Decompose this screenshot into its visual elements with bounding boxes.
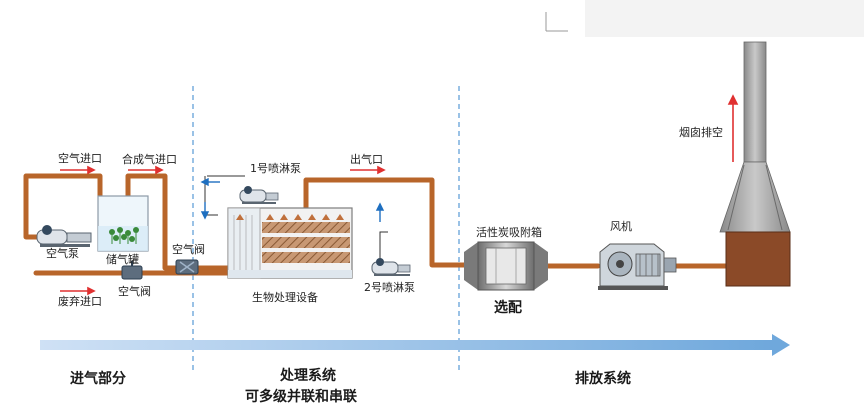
label-waste-inlet: 废弃进口 xyxy=(58,294,102,308)
section-label-exhaust: 排放系统 xyxy=(575,370,631,387)
section-label-treatment-note: 可多级并联和串联 xyxy=(245,388,358,405)
gas-outlet-pipe xyxy=(303,177,469,268)
label-bio-equipment: 生物处理设备 xyxy=(252,290,318,304)
label-gas-tank: 储气罐 xyxy=(106,252,139,266)
label-gas-outlet: 出气口 xyxy=(350,152,383,166)
label-spray-pump-1: 1号喷淋泵 xyxy=(250,162,301,175)
label-carbon-box: 活性炭吸附箱 xyxy=(476,225,542,239)
chimney xyxy=(719,41,791,287)
section-label-intake: 进气部分 xyxy=(70,370,126,387)
label-fan: 风机 xyxy=(610,219,632,233)
page-corner-decoration xyxy=(545,0,864,37)
air-inlet-pipe xyxy=(23,173,103,240)
fan xyxy=(598,243,677,290)
label-air-inlet: 空气进口 xyxy=(58,151,102,165)
air-valve-on-syngas-line xyxy=(175,259,199,275)
spray-pump-2 xyxy=(371,258,411,276)
spray-pump-1 xyxy=(239,186,279,204)
flow-arrows-red xyxy=(60,94,739,296)
flow-arrows-blue xyxy=(200,177,385,222)
air-pump xyxy=(36,225,92,247)
label-air-valve-1: 空气阀 xyxy=(172,242,205,256)
label-optional: 选配 xyxy=(494,299,522,316)
label-air-valve-2: 空气阀 xyxy=(118,284,151,298)
air-valve-on-waste-line xyxy=(121,261,143,280)
section-label-treatment: 处理系统 xyxy=(279,367,336,384)
label-syngas-inlet: 合成气进口 xyxy=(122,152,177,166)
bio-treatment-equipment xyxy=(227,207,353,279)
activated-carbon-box xyxy=(464,241,548,291)
gas-tank xyxy=(97,195,149,252)
label-chimney-exhaust: 烟囱排空 xyxy=(679,125,723,139)
label-air-pump: 空气泵 xyxy=(46,246,79,260)
main-flow-arrow xyxy=(40,334,790,356)
label-spray-pump-2: 2号喷淋泵 xyxy=(364,281,415,294)
